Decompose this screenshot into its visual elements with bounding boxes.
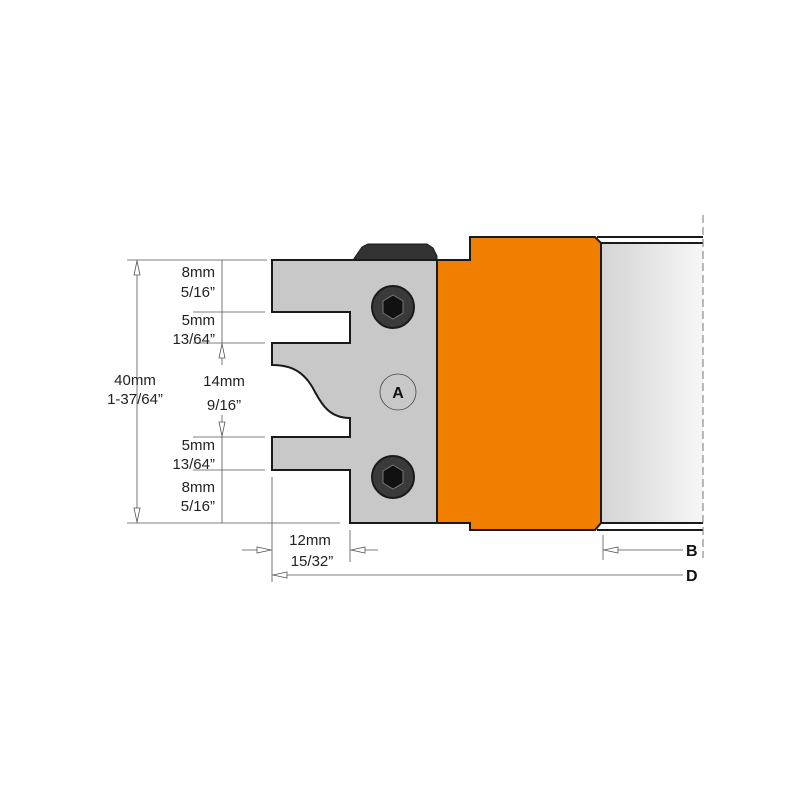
knife-label: A: [392, 385, 404, 402]
diameter-label: D: [686, 568, 698, 585]
bottom-land-inch: 5/16”: [181, 498, 215, 515]
depth-inch: 15/32”: [291, 553, 334, 570]
screw-icon: [371, 285, 415, 329]
overall-inch: 1-37/64”: [107, 391, 163, 408]
screw-icon: [371, 455, 415, 499]
knife-marker-circle: [379, 373, 417, 411]
depth-dimension: [242, 477, 378, 582]
clamp-wedge: [352, 243, 438, 261]
bore-section: [597, 236, 703, 531]
overall-height-dimension: [127, 259, 340, 524]
overall-mm: 40mm: [114, 372, 156, 389]
depth-mm: 12mm: [289, 532, 331, 549]
top-groove-inch: 13/64”: [172, 331, 215, 348]
bottom-land-mm: 8mm: [182, 479, 215, 496]
profile-mm: 14mm: [203, 373, 245, 390]
top-land-inch: 5/16”: [181, 284, 215, 301]
detail-dimensions: [193, 260, 265, 523]
diameter-dimension: [272, 571, 683, 579]
profile-inch: 9/16”: [207, 397, 241, 414]
top-groove-mm: 5mm: [182, 312, 215, 329]
bore-dimension: [602, 535, 683, 560]
bottom-groove-mm: 5mm: [182, 437, 215, 454]
cutter-body: [436, 236, 602, 531]
bore-label: B: [686, 543, 698, 560]
top-land-mm: 8mm: [182, 264, 215, 281]
bottom-groove-inch: 13/64”: [172, 456, 215, 473]
